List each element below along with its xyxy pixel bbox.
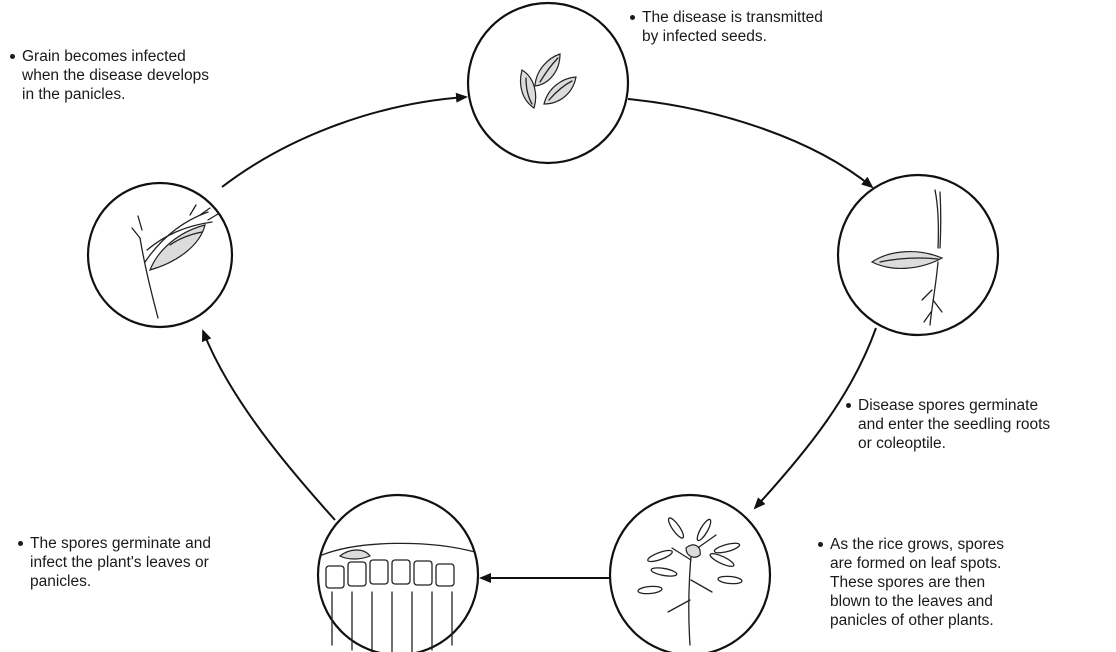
stage-spores xyxy=(610,495,770,652)
arrow-panicle-to-seeds xyxy=(222,97,466,187)
caption-spores: As the rice grows, spores are formed on … xyxy=(830,535,1004,630)
caption-line: are formed on leaf spots. xyxy=(830,554,1004,573)
caption-line: by infected seeds. xyxy=(642,27,823,46)
caption-line: or coleoptile. xyxy=(858,434,1050,453)
arrow-leaf-cells-to-panicle xyxy=(203,331,335,520)
stage-panicle xyxy=(88,183,232,327)
caption-line: The disease is transmitted xyxy=(642,8,823,27)
caption-line: Grain becomes infected xyxy=(22,47,209,66)
caption-line: Disease spores germinate xyxy=(858,396,1050,415)
caption-line: These spores are then xyxy=(830,573,1004,592)
stage-leaf-cells xyxy=(318,495,478,652)
caption-line: panicles of other plants. xyxy=(830,611,1004,630)
caption-seedling: Disease spores germinate and enter the s… xyxy=(858,396,1050,453)
caption-line: The spores germinate and xyxy=(30,534,211,553)
stage-seeds xyxy=(468,3,628,163)
caption-line: in the panicles. xyxy=(22,85,209,104)
caption-line: and enter the seedling roots xyxy=(858,415,1050,434)
bullet-icon xyxy=(18,541,23,546)
caption-leaf-cells: The spores germinate and infect the plan… xyxy=(30,534,211,591)
caption-line: when the disease develops xyxy=(22,66,209,85)
caption-panicle: Grain becomes infected when the disease … xyxy=(22,47,209,104)
caption-line: panicles. xyxy=(30,572,211,591)
bullet-icon xyxy=(10,54,15,59)
bullet-icon xyxy=(630,15,635,20)
arrow-seeds-to-seedling xyxy=(628,99,872,187)
caption-line: infect the plant's leaves or xyxy=(30,553,211,572)
caption-seeds: The disease is transmitted by infected s… xyxy=(642,8,823,46)
bullet-icon xyxy=(846,403,851,408)
stage-seedling xyxy=(838,175,998,335)
caption-line: blown to the leaves and xyxy=(830,592,1004,611)
caption-line: As the rice grows, spores xyxy=(830,535,1004,554)
bullet-icon xyxy=(818,542,823,547)
